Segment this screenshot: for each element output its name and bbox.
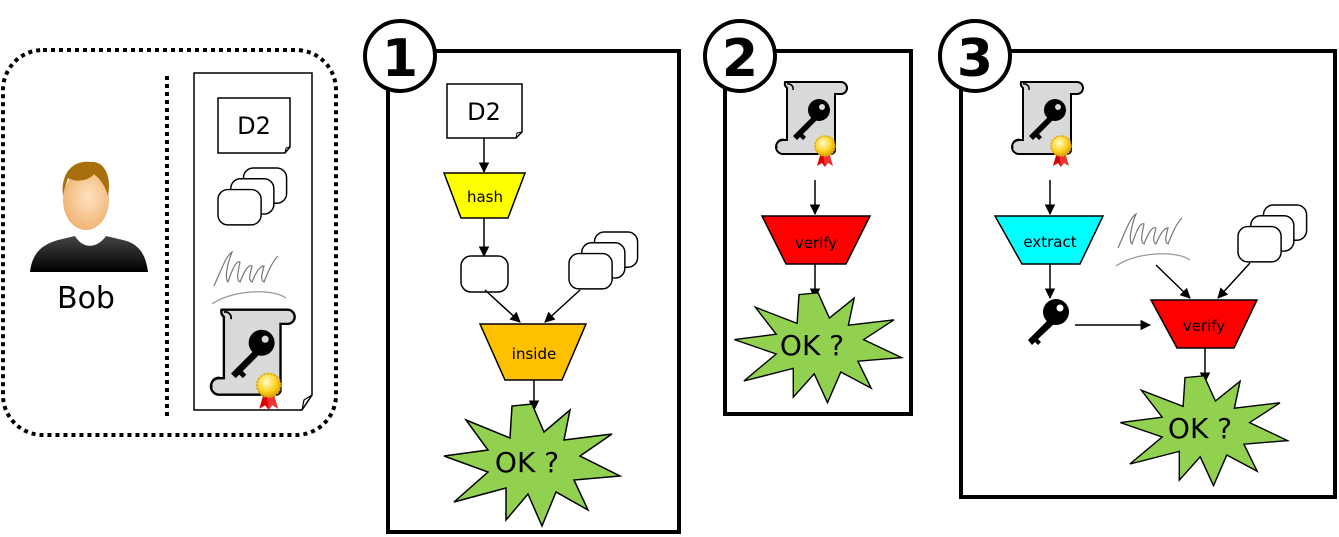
inside-label: inside	[512, 345, 556, 363]
extracted-key-icon	[1028, 299, 1069, 345]
hash-value-record	[460, 255, 509, 293]
step-3-number: 3	[957, 29, 993, 89]
step-1-result-burst: OK ?	[443, 403, 621, 527]
step-2-certificate-icon	[775, 81, 848, 168]
step-3-signature-icon	[1115, 213, 1191, 267]
step-1-number: 1	[382, 29, 418, 89]
extract-function: extract	[993, 215, 1105, 265]
step-3-panel: 3 extract verify OK ?	[938, 19, 1337, 499]
step-2-number: 2	[722, 29, 758, 89]
step-3-certificate-icon	[1011, 81, 1084, 168]
step-3-badge	[938, 19, 1012, 93]
step-1-d2-label: D2	[467, 98, 501, 126]
wallet-d2-label: D2	[237, 112, 271, 140]
step-1-records-icon	[568, 231, 639, 290]
step-2-verify-label: verify	[795, 234, 837, 252]
step-2-badge	[703, 19, 777, 93]
extract-label: extract	[1023, 233, 1076, 251]
step-2-verify-function: verify	[760, 215, 872, 265]
step-1-d2-document-icon: D2	[446, 83, 523, 139]
step-1-result-label: OK ?	[495, 446, 559, 479]
step-3-verify-label: verify	[1183, 317, 1225, 335]
step-3-result-burst: OK ?	[1119, 375, 1289, 487]
bob-panel: Bob D2	[1, 48, 338, 437]
step-2-result-label: OK ?	[780, 329, 844, 362]
step-2-frame	[723, 49, 913, 416]
inside-function: inside	[478, 323, 588, 381]
wallet-d2-document-icon: D2	[217, 97, 291, 154]
bob-panel-border	[1, 48, 338, 437]
step-1-frame	[386, 49, 681, 534]
step-2-result-burst: OK ?	[733, 292, 903, 404]
hash-function: hash	[442, 172, 527, 219]
actor-name: Bob	[57, 281, 115, 316]
step-3-verify-function: verify	[1149, 299, 1259, 349]
step-1-panel: 1 D2 hash inside OK ?	[363, 19, 681, 534]
step-2-panel: 2 verify OK ?	[703, 19, 913, 416]
step-3-records-icon	[1237, 204, 1308, 263]
hash-label: hash	[467, 188, 503, 206]
step-1-badge	[363, 19, 437, 93]
step-3-result-label: OK ?	[1168, 412, 1232, 445]
user-avatar-icon	[30, 161, 148, 272]
step-3-frame	[959, 49, 1337, 499]
